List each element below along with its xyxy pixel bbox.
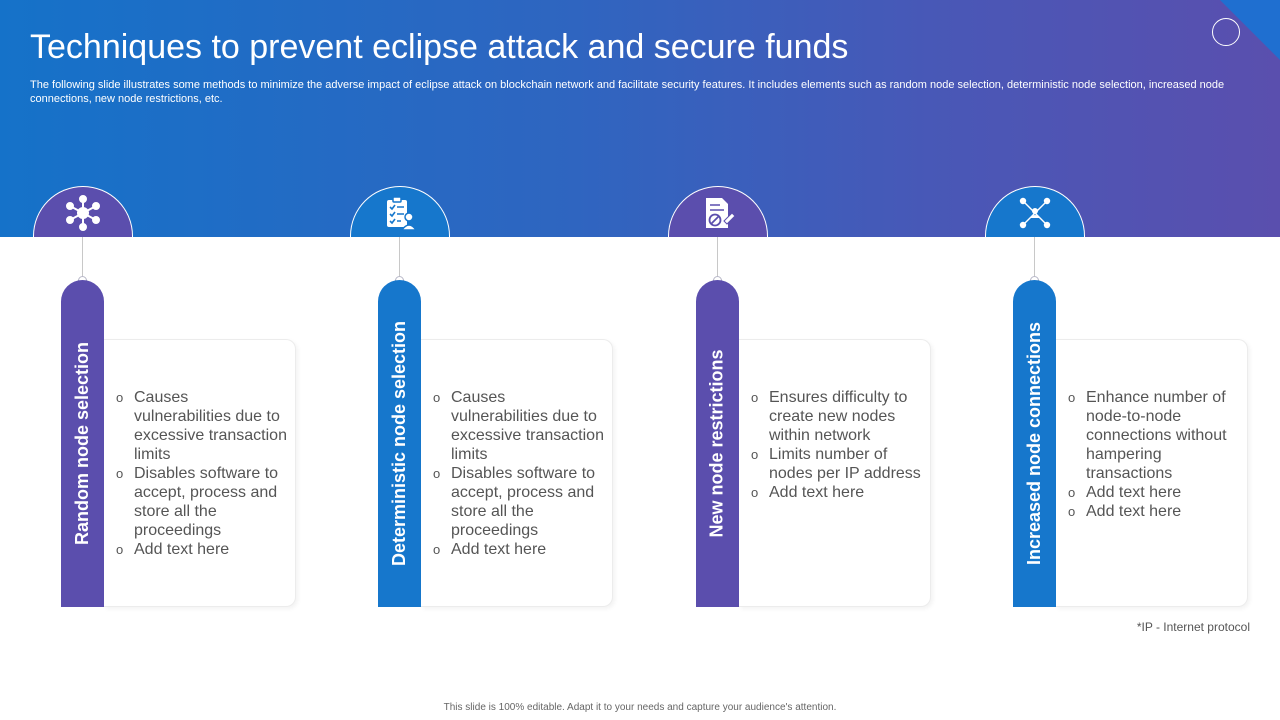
people-network-icon <box>1019 197 1051 229</box>
bullet-item: Add text here <box>433 540 605 559</box>
bullet-item: Causes vulnerabilities due to excessive … <box>433 388 605 464</box>
checklist-user-icon <box>387 196 418 231</box>
bullet-list: Causes vulnerabilities due to excessive … <box>433 388 605 559</box>
bullet-item: Enhance number of node-to-node connectio… <box>1068 388 1240 483</box>
document-restricted-icon <box>706 198 736 228</box>
bullet-item: Add text here <box>1068 483 1240 502</box>
column-label: Random node selection <box>72 341 92 546</box>
bullet-list: Causes vulnerabilities due to excessive … <box>116 388 288 559</box>
bullet-item: Limits number of nodes per IP address <box>751 445 923 483</box>
connector-line <box>399 237 400 279</box>
bullet-item: Causes vulnerabilities due to excessive … <box>116 388 288 464</box>
column-new-node-restrictions: New node restrictions Ensures difficulty… <box>668 186 936 611</box>
column-random-node-selection: Random node selection Causes vulnerabili… <box>33 186 301 611</box>
bullet-card: Causes vulnerabilities due to excessive … <box>104 339 296 607</box>
column-label: Increased node connections <box>1024 321 1044 566</box>
column-label: New node restrictions <box>707 349 728 538</box>
slide-title: Techniques to prevent eclipse attack and… <box>30 28 849 66</box>
bullet-item: Add text here <box>751 483 923 502</box>
footer-note: This slide is 100% editable. Adapt it to… <box>443 702 837 713</box>
footnote: *IP - Internet protocol <box>1136 620 1250 634</box>
column-increased-node-connections: Increased node connections Enhance numbe… <box>985 186 1253 611</box>
connector-line <box>1034 237 1035 279</box>
column-deterministic-node-selection: Deterministic node selection Causes vuln… <box>350 186 618 611</box>
bullet-item: Add text here <box>1068 502 1240 521</box>
column-header-pill: Increased node connections <box>1013 280 1056 607</box>
corner-circle-decoration <box>1212 18 1240 46</box>
connector-line <box>82 237 83 279</box>
column-header-pill: Deterministic node selection <box>378 280 421 607</box>
bullet-card: Ensures difficulty to create new nodes w… <box>739 339 931 607</box>
bullet-item: Ensures difficulty to create new nodes w… <box>751 388 923 445</box>
bullet-item: Disables software to accept, process and… <box>116 464 288 540</box>
column-header-pill: New node restrictions <box>696 280 739 607</box>
bullet-item: Add text here <box>116 540 288 559</box>
bullet-card: Enhance number of node-to-node connectio… <box>1056 339 1248 607</box>
bullet-list: Ensures difficulty to create new nodes w… <box>751 388 923 502</box>
bullet-card: Causes vulnerabilities due to excessive … <box>421 339 613 607</box>
column-header-pill: Random node selection <box>61 280 104 607</box>
connector-line <box>717 237 718 279</box>
bullet-list: Enhance number of node-to-node connectio… <box>1068 388 1240 521</box>
bullet-item: Disables software to accept, process and… <box>433 464 605 540</box>
slide-subtitle: The following slide illustrates some met… <box>30 79 1225 105</box>
column-label: Deterministic node selection <box>389 320 410 567</box>
network-hub-icon <box>66 195 100 231</box>
